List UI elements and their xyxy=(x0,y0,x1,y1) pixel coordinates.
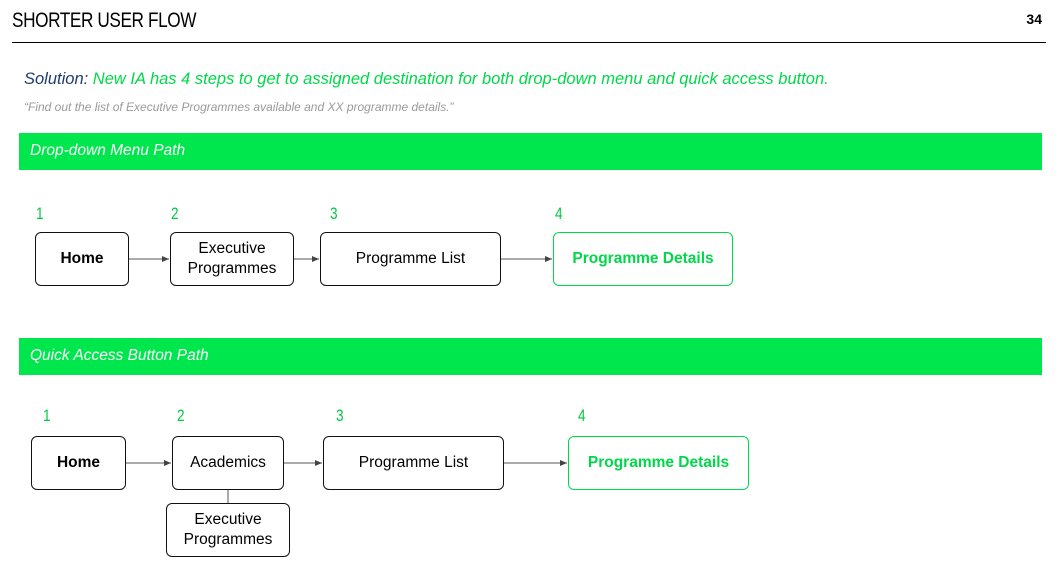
node-label-line1: Executive xyxy=(198,239,266,257)
quick-programme-list-node: Programme List xyxy=(323,436,504,490)
node-label: Programme List xyxy=(358,453,469,471)
task-quote: “Find out the list of Executive Programm… xyxy=(24,100,454,114)
dropdown-executive-programmes-node: Executive Programmes xyxy=(170,232,294,286)
dropdown-programme-details-node: Programme Details xyxy=(553,232,733,286)
dropdown-step-number: 3 xyxy=(330,204,338,223)
quick-access-path-heading: Quick Access Button Path xyxy=(30,347,209,364)
dropdown-step-number: 2 xyxy=(171,204,179,223)
quick-step-number: 3 xyxy=(336,406,344,425)
solution-text: New IA has 4 steps to get to assigned de… xyxy=(88,70,829,88)
title-divider xyxy=(12,42,1046,43)
dropdown-step-number: 4 xyxy=(555,204,563,223)
quick-step-number: 4 xyxy=(578,406,586,425)
quick-access-path-band: Quick Access Button Path xyxy=(19,338,1042,375)
node-label-line2: Programmes xyxy=(187,260,277,277)
dropdown-home-node: Home xyxy=(35,232,129,286)
node-label: Home xyxy=(56,453,101,471)
page-number: 34 xyxy=(1026,11,1042,27)
node-label: Programme List xyxy=(355,249,466,267)
solution-statement: Solution: New IA has 4 steps to get to a… xyxy=(24,70,829,89)
quick-executive-programmes-subnode: Executive Programmes xyxy=(166,503,290,557)
node-label-line1: Executive xyxy=(194,510,262,528)
quick-step-number: 1 xyxy=(43,406,51,425)
solution-label: Solution: xyxy=(24,70,89,88)
dropdown-path-heading: Drop-down Menu Path xyxy=(30,142,186,159)
quick-programme-details-node: Programme Details xyxy=(568,436,749,490)
node-label-line2: Programmes xyxy=(183,531,273,548)
node-label: Programme Details xyxy=(572,249,714,267)
node-label: Academics xyxy=(190,453,266,471)
node-label: Programme Details xyxy=(587,453,730,471)
quick-academics-node: Academics xyxy=(172,436,284,490)
dropdown-path-band: Drop-down Menu Path xyxy=(19,133,1042,170)
quick-home-node: Home xyxy=(31,436,126,490)
node-label: Home xyxy=(60,249,104,267)
slide-title: SHORTER USER FLOW xyxy=(12,9,197,32)
quick-step-number: 2 xyxy=(177,406,185,425)
dropdown-step-number: 1 xyxy=(36,204,44,223)
dropdown-programme-list-node: Programme List xyxy=(320,232,501,286)
